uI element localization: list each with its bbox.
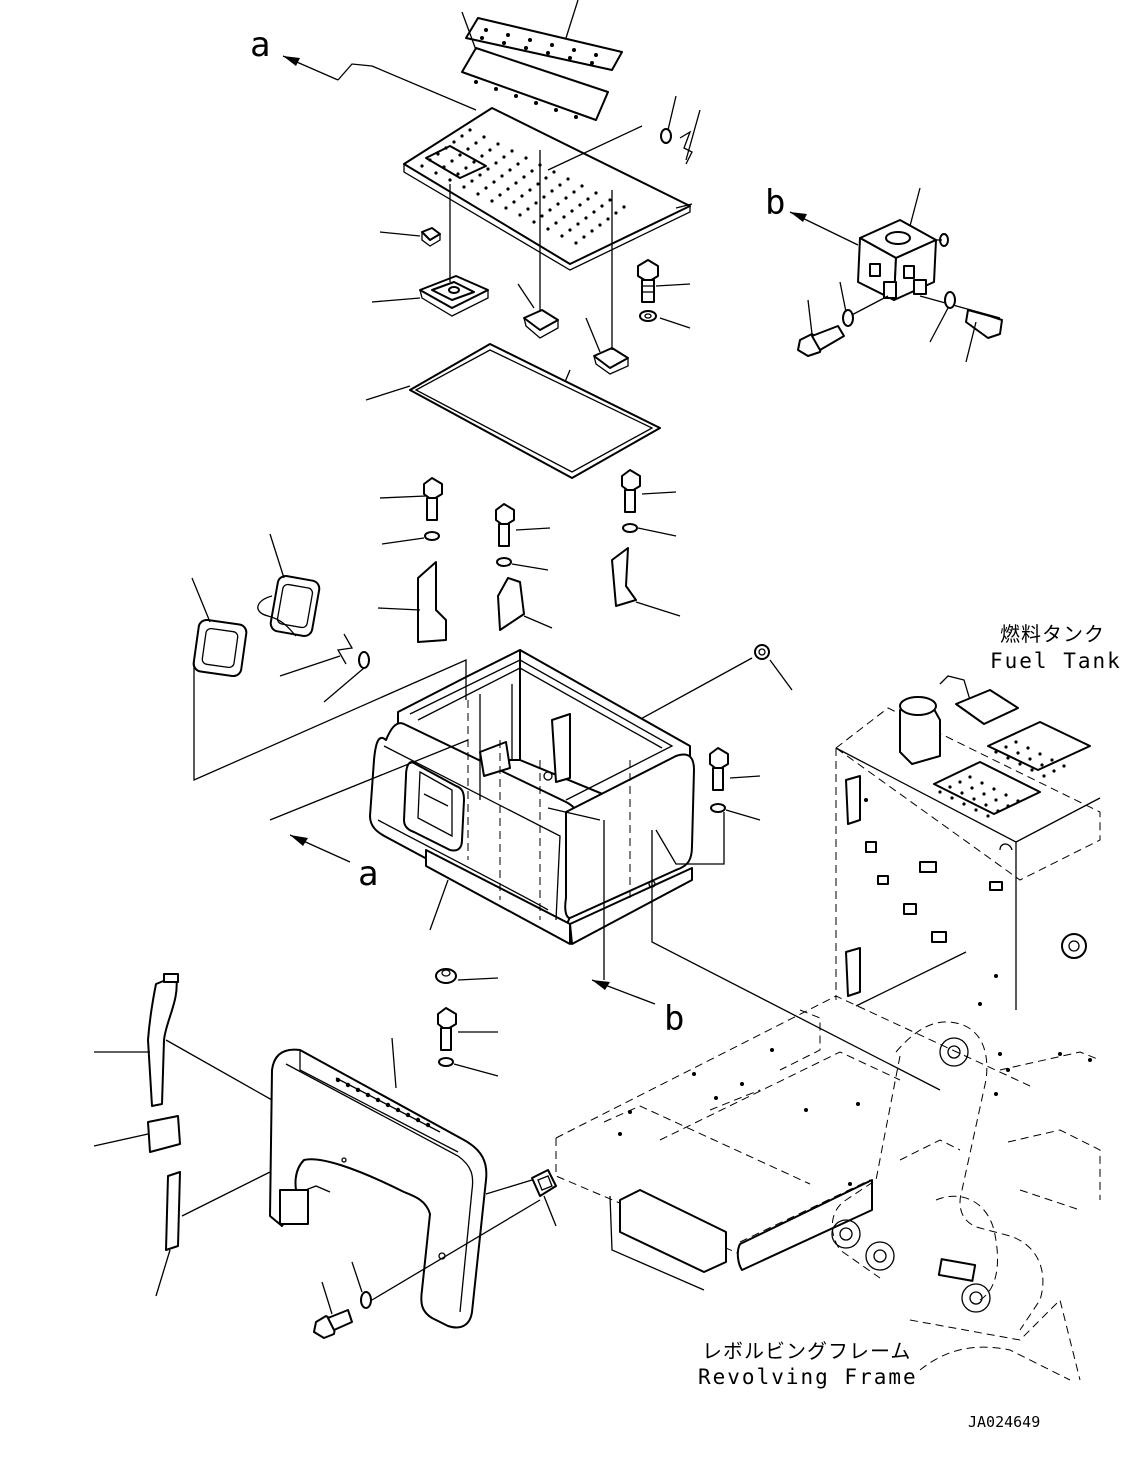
side-strip-long [94, 973, 273, 1107]
bolt-mid-center [495, 503, 551, 571]
drawing-code: JA024649 [968, 1413, 1040, 1431]
arrow-b-bottom: b [591, 979, 684, 1039]
ref-label-b-bottom: b [664, 999, 684, 1039]
arrow-a-bottom: a [289, 834, 378, 894]
fuel-tank-bolts [864, 740, 1066, 818]
gasket-seal [409, 343, 661, 479]
battery-box [369, 649, 695, 945]
arrow-a-top: a [250, 25, 373, 81]
small-block [421, 227, 441, 247]
bolt-cover-left [313, 1199, 541, 1339]
bolt-mid-right [621, 469, 677, 537]
cover-lock [419, 275, 489, 317]
nut-right [627, 644, 793, 727]
assembly-lines-box [193, 659, 941, 1091]
spring-clip [279, 633, 370, 703]
tank-brackets [855, 841, 1003, 1007]
side-pad-square [93, 1115, 181, 1153]
seal-ring-left [191, 577, 248, 678]
bolt-box-right [709, 747, 761, 821]
hinge-right [593, 190, 629, 375]
bracket-right [611, 547, 681, 617]
nut-lower [435, 968, 499, 984]
bolt-lower [437, 1007, 499, 1077]
top-pad-large [461, 47, 609, 121]
washer-top [660, 128, 693, 165]
arrow-b-top: b [765, 183, 859, 246]
front-cover-slots [335, 1077, 431, 1128]
side-strip-short [155, 1171, 271, 1297]
revolving-frame-label-en: Revolving Frame [698, 1365, 918, 1389]
ref-label-a-top: a [250, 25, 270, 65]
leader-lines-top [365, 0, 701, 409]
revolving-frame-holes [618, 974, 1092, 1186]
revolving-frame [555, 995, 1101, 1381]
hinge-left [523, 150, 559, 339]
fuel-tank [835, 675, 1101, 1010]
revolving-frame-label-jp: レボルビングフレーム [702, 1339, 911, 1363]
bracket-left [377, 561, 447, 643]
valve-block [845, 187, 1001, 319]
valve-bolts [797, 281, 1003, 363]
clip-cover-right [485, 1169, 557, 1227]
bracket-center [497, 577, 553, 631]
lamp-unit [257, 533, 321, 637]
front-cover [269, 1037, 488, 1329]
top-cover-plate [403, 107, 691, 271]
ref-label-b-top: b [765, 183, 785, 223]
fuel-tank-label-jp: 燃料タンク [1000, 622, 1105, 646]
fuel-tank-label-en: Fuel Tank [990, 649, 1122, 673]
top-cover-holes [420, 128, 626, 245]
ref-label-a-bottom: a [358, 854, 378, 894]
bolt-top-right [637, 259, 659, 322]
bolt-mid-left [379, 477, 443, 545]
